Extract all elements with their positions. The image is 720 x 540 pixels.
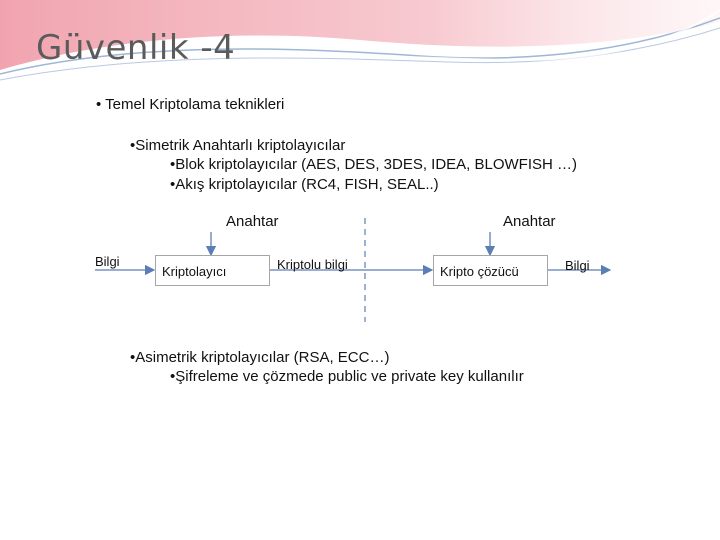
input-label: Bilgi [95, 254, 120, 269]
bullet-stream-ciphers: •Akış kriptolayıcılar (RC4, FISH, SEAL..… [170, 176, 439, 193]
header-decoration [0, 0, 720, 81]
key-right-label: Anahtar [503, 213, 556, 230]
bullet-block-ciphers: •Blok kriptolayıcılar (AES, DES, 3DES, I… [170, 156, 578, 173]
bullet-asymmetric: •Asimetrik kriptolayıcılar (RSA, ECC…) [130, 349, 390, 366]
output-label: Bilgi [565, 258, 590, 273]
encryptor-box: Kriptolayıcı [155, 255, 270, 286]
slide-title: Güvenlik -4 [36, 28, 236, 68]
ciphertext-label: Kriptolu bilgi [277, 257, 348, 272]
bullet-basic-techniques: • Temel Kriptolama teknikleri [96, 96, 285, 113]
bullet-symmetric: •Simetrik Anahtarlı kriptolayıcılar [130, 137, 346, 154]
decryptor-box: Kripto çözücü [433, 255, 548, 286]
key-left-label: Anahtar [226, 213, 279, 230]
bullet-public-private-keys: •Şifreleme ve çözmede public ve private … [170, 368, 524, 385]
